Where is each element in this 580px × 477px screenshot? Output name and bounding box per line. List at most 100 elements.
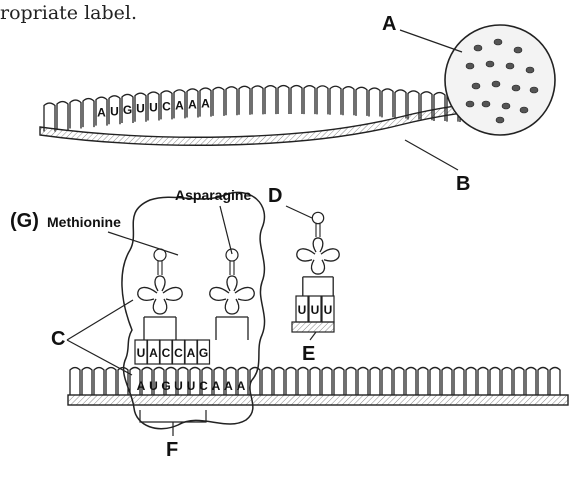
mrna-base-tooth <box>322 368 332 396</box>
mrna-base-tooth <box>514 368 524 396</box>
top-codon-letter: A <box>97 106 106 120</box>
free-trna-anticodon-letter: U <box>311 303 320 317</box>
mrna-base-tooth <box>490 368 500 396</box>
mrna-base-tooth <box>317 86 328 115</box>
bottom-codon-letter: A <box>212 379 221 393</box>
mrna-base-tooth <box>346 368 356 396</box>
free-trna-anticodon-letter: U <box>324 303 333 317</box>
ribosome-dot <box>502 103 510 109</box>
ribosome-dot <box>466 101 474 107</box>
ribosome-sphere <box>445 25 555 135</box>
mrna-base-tooth <box>106 368 116 396</box>
ribosome-dot <box>512 85 520 91</box>
mrna-base-tooth <box>526 368 536 396</box>
ribosome-dot <box>466 63 474 69</box>
mrna-base-tooth <box>83 99 94 128</box>
mrna-base-tooth <box>278 86 289 115</box>
mrna-base-tooth <box>226 87 237 116</box>
bottom-codon-letter: A <box>237 379 246 393</box>
mrna-base-tooth <box>330 86 341 115</box>
label-c-leader-1 <box>67 300 133 340</box>
ribosome-dot <box>526 67 534 73</box>
mrna-base-tooth <box>82 368 92 396</box>
mrna-base-tooth <box>213 87 224 116</box>
top-codon-letter: U <box>136 102 145 116</box>
mrna-base-tooth <box>502 368 512 396</box>
label-f-bracket <box>140 410 206 436</box>
mrna-base-tooth <box>418 368 428 396</box>
label-c-leader-2 <box>67 340 132 375</box>
mrna-base-tooth <box>70 368 80 396</box>
ribosome-dot <box>494 39 502 45</box>
anticodon-letter: G <box>199 346 208 360</box>
mrna-base-tooth <box>395 90 406 119</box>
mrna-base-tooth <box>291 86 302 115</box>
ribosome-dot <box>486 61 494 67</box>
mrna-base-tooth <box>343 87 354 116</box>
free-trna-anticodon-letter: U <box>298 303 307 317</box>
mrna-base-tooth <box>94 368 104 396</box>
top-codon-letter: U <box>110 104 119 118</box>
anticodon-letter: C <box>162 346 171 360</box>
asparagine-leader <box>220 206 232 254</box>
mrna-base-tooth <box>334 368 344 396</box>
label-asparagine: Asparagine <box>175 187 251 203</box>
mrna-base-tooth <box>274 368 284 396</box>
label-e: E <box>302 343 315 365</box>
mrna-base-tooth <box>478 368 488 396</box>
anticodon-letter: C <box>174 346 183 360</box>
mrna-base-tooth <box>369 88 380 117</box>
label-c: C <box>51 328 65 350</box>
label-d-leader <box>286 206 312 218</box>
label-methionine: Methionine <box>47 214 121 230</box>
label-a: A <box>382 13 396 35</box>
mrna-base-tooth <box>370 368 380 396</box>
top-codon-letter: C <box>162 99 171 113</box>
mrna-base-tooth <box>286 368 296 396</box>
mrna-base-tooth <box>358 368 368 396</box>
label-g: (G) <box>10 210 39 232</box>
mrna-base-tooth <box>70 100 81 129</box>
top-codon-letter: A <box>188 97 197 111</box>
top-mrna-bases <box>44 86 471 132</box>
mrna-base-tooth <box>298 368 308 396</box>
ribosome-outline <box>122 192 265 428</box>
mrna-base-tooth <box>394 368 404 396</box>
mrna-base-tooth <box>442 368 452 396</box>
anticodon-letter: U <box>137 346 146 360</box>
mrna-base-tooth <box>538 368 548 396</box>
ribosome-dot <box>530 87 538 93</box>
top-codon-letter: U <box>149 101 158 115</box>
mrna-base-tooth <box>262 368 272 396</box>
ribosome-dot <box>496 117 504 123</box>
bottom-codon-letter: U <box>187 379 196 393</box>
label-d: D <box>268 185 282 207</box>
top-codon-letter: A <box>175 98 184 112</box>
anticodon-letter: A <box>187 346 196 360</box>
mrna-base-tooth <box>466 368 476 396</box>
label-e-leader <box>310 332 316 340</box>
bottom-codon-letter: C <box>199 379 208 393</box>
bottom-codon-letter: A <box>137 379 146 393</box>
ribosome-dot <box>514 47 522 53</box>
ribosome-dot <box>472 83 480 89</box>
mrna-base-tooth <box>239 86 250 115</box>
mrna-base-tooth <box>252 86 263 115</box>
label-f: F <box>166 439 178 461</box>
mrna-base-tooth <box>57 102 68 131</box>
top-codon-letter: A <box>201 97 210 111</box>
mrna-base-tooth <box>550 368 560 396</box>
bottom-codon-letter: U <box>149 379 158 393</box>
top-codon-letter: G <box>123 103 132 117</box>
trna-asparagine <box>210 249 254 340</box>
ribosome-dot <box>492 81 500 87</box>
bottom-codon-letter: U <box>174 379 183 393</box>
trna-methionine <box>138 249 182 340</box>
mrna-base-tooth <box>382 89 393 118</box>
bottom-codon-letter: A <box>224 379 233 393</box>
mrna-base-tooth <box>304 86 315 115</box>
